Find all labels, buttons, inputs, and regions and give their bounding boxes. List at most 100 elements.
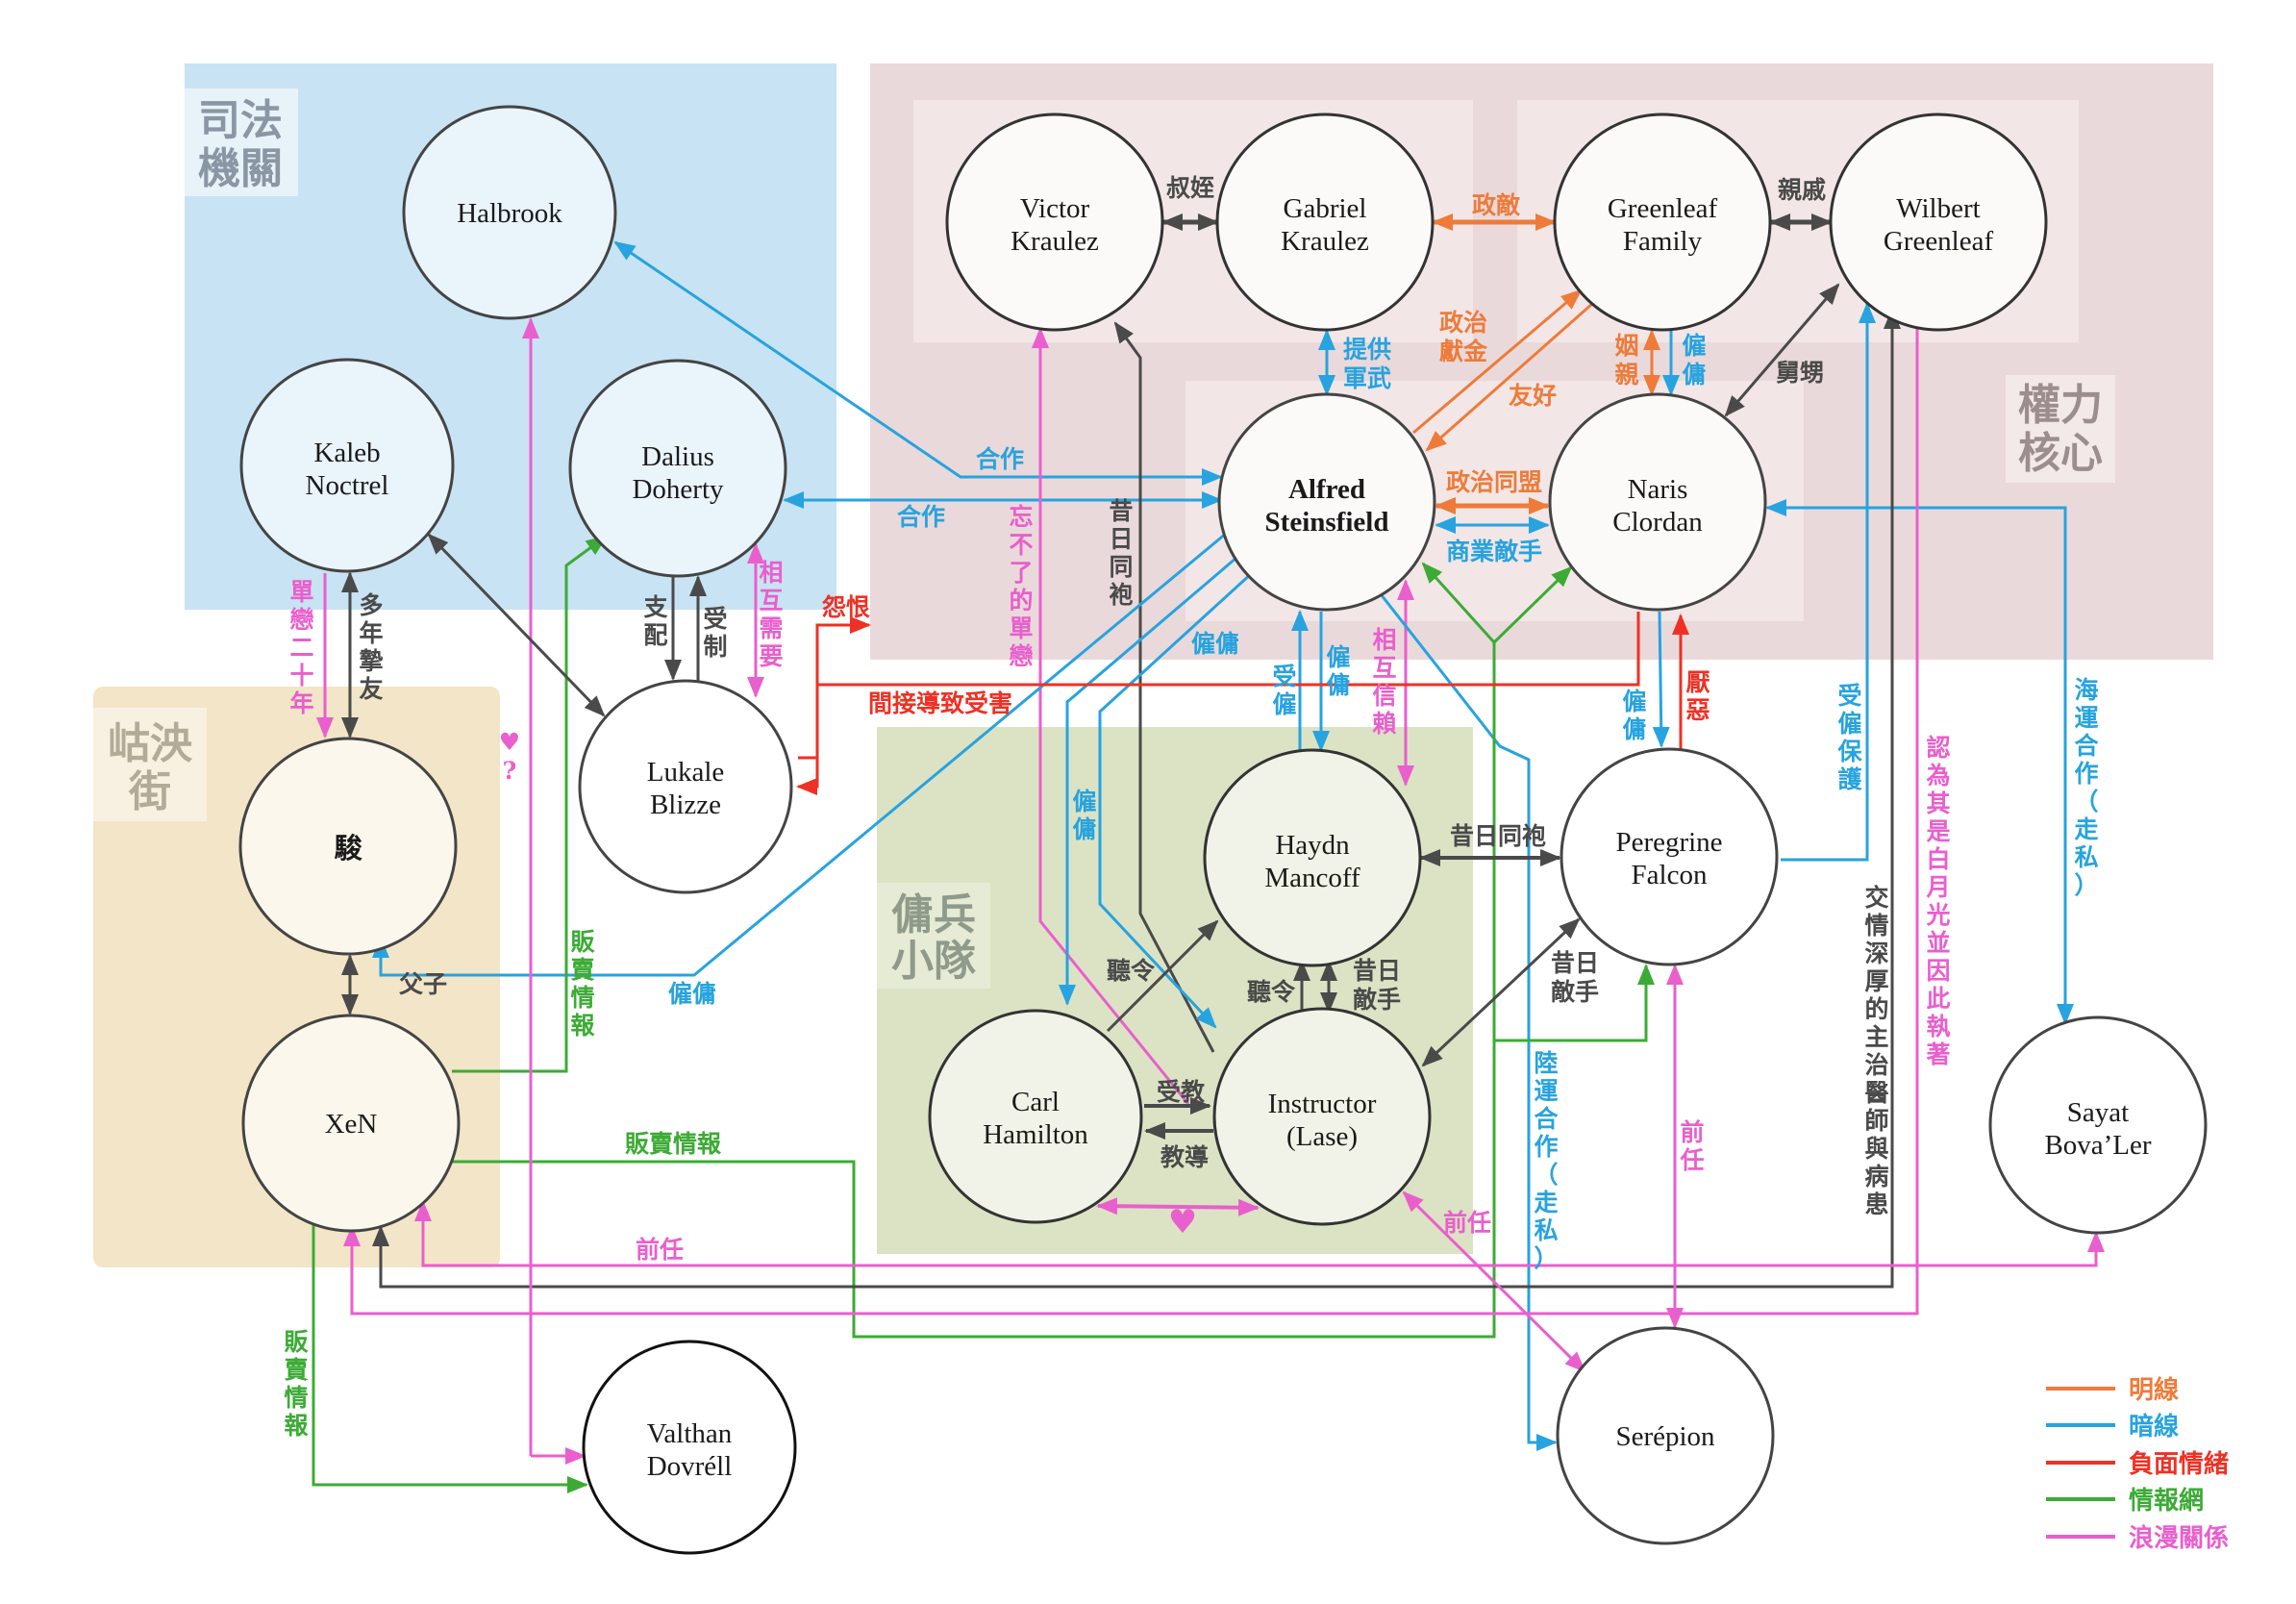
label-hire-carl-char: 僱 [1072,788,1096,815]
node-label: Peregrine [1615,827,1722,858]
label-sell-intel-1-char: 情 [570,984,594,1012]
label-obey-2: 聽令 [1247,978,1296,1006]
node-label: Falcon [1632,860,1708,890]
node-serepion[interactable]: Serépion [1556,1326,1775,1545]
node-xen[interactable]: XeN [241,1014,461,1233]
node-label: 駿 [334,833,362,865]
edge-lukale-resentment[interactable] [798,616,871,760]
edge-carl-instructor-romance[interactable] [1096,1197,1260,1216]
label-unforgettable-crush-char: 了 [1009,559,1033,587]
label-white-moonlight-char: 著 [1926,1040,1950,1068]
node-jun[interactable]: 駿 [238,737,458,956]
node-label: Sayat [2067,1097,2129,1128]
label-business-rival: 商業敵手 [1446,538,1542,565]
label-controlled-char: 制 [703,633,727,661]
node-label: Hamilton [983,1119,1088,1150]
label-crush-twenty-years-char: 二 [289,634,313,662]
node-label: Clordan [1612,507,1703,538]
region-title-judiciary-1: 司法 [198,96,283,145]
region-title-power-1: 權力 [2018,381,2103,430]
label-doctor-patient-char: 的 [1864,995,1888,1023]
edge-instructor-serepion[interactable] [1402,1190,1586,1373]
label-sea-smuggling-char: ） [2074,871,2098,899]
label-ex-3-char: 前 [1680,1118,1704,1146]
label-crush-twenty-years-char: 年 [289,689,313,717]
label-white-moonlight-char: 此 [1926,985,1950,1013]
edge-kaleb-lukale[interactable] [427,533,606,717]
label-former-comrade-h: 昔日同袍 [1450,822,1546,850]
label-sell-intel-1-char: 販 [570,928,595,956]
edges [312,213,2105,1493]
label-sea-smuggling-char: 私 [2074,843,2098,871]
label-sea-smuggling-char: 作 [2074,760,2098,788]
label-land-smuggling-char: 陸 [1534,1049,1558,1077]
label-doctor-patient-char: 師 [1864,1107,1888,1135]
label-mutual-trust-char: 信 [1372,682,1396,710]
label-marriage-1: 姻 [1614,332,1638,360]
label-dominate-char: 配 [643,621,667,649]
label-hire-gf-1: 僱 [1682,332,1706,360]
label-hired-protection-char: 受 [1837,682,1861,710]
edge-xen-valthan[interactable] [312,1221,588,1493]
label-white-moonlight-char: 月 [1925,873,1950,901]
edge-naris-peregrine[interactable] [1652,611,1670,748]
label-mutual-trust-char: 賴 [1372,710,1396,738]
edge-wilbert-xen[interactable] [372,308,1901,1289]
legend: 明線 暗線 負面情緒 情報網 浪漫關係 [2046,1375,2229,1553]
label-controlled-char: 受 [703,605,727,633]
label-hire-naris-char: 傭 [1622,715,1646,743]
edge-xen-sayat-ex[interactable] [414,1200,2105,1267]
node-label: Halbrook [457,198,562,229]
label-white-moonlight-char: 是 [1926,817,1950,845]
label-marriage-2: 親 [1614,361,1638,388]
label-hire-jun: 僱傭 [668,980,716,1008]
node-label: Carl [1011,1087,1060,1117]
label-old-friends-char: 友 [359,675,383,703]
label-old-friends-char: 年 [359,619,383,647]
node-label: Kraulez [1011,226,1099,257]
legend-label: 情報網 [2129,1486,2204,1516]
label-doctor-patient-char: 主 [1864,1023,1888,1051]
edge-wilbert-xen-moonlight[interactable] [343,310,1919,1316]
label-ex-2: 前任 [1443,1209,1491,1237]
label-hired-protection-char: 護 [1837,765,1862,793]
node-halbrook[interactable]: Halbrook [402,105,617,320]
label-heart-question-char: ♥ [499,728,520,756]
label-sea-smuggling-char: 運 [2074,704,2098,732]
label-former-rival-1b: 敵手 [1353,986,1401,1014]
edge-instructor-peregrine[interactable] [1421,917,1581,1067]
label-friendly: 友好 [1509,382,1557,410]
label-old-friends-char: 摯 [359,647,383,675]
node-label: Haydn [1275,830,1350,861]
edge-carl-haydn[interactable] [1106,919,1219,1033]
vertical-labels: 忘不了的單戀昔日同袍受僱僱傭相互信賴僱傭僱傭厭惡受僱保護海運合作（走私）認為其是… [284,497,2099,1440]
label-mutual-need-char: 相 [759,559,783,587]
label-mutual-need-char: 要 [759,642,783,670]
label-cooperation-1: 合作 [976,445,1024,473]
node-instructor[interactable]: Instructor(Lase) [1212,1007,1432,1226]
label-former-comrade-v-char: 昔 [1109,497,1133,525]
label-doctor-patient-char: 治 [1864,1051,1888,1079]
legend-item-negative: 負面情緒 [2046,1449,2229,1479]
label-political-donation-2: 獻金 [1439,338,1488,365]
node-label: Blizze [650,789,721,820]
region-title-street-1: 岵泱 [108,719,193,768]
label-crush-twenty-years-char: 單 [289,578,313,606]
label-former-comrade-v-char: 袍 [1109,581,1133,609]
